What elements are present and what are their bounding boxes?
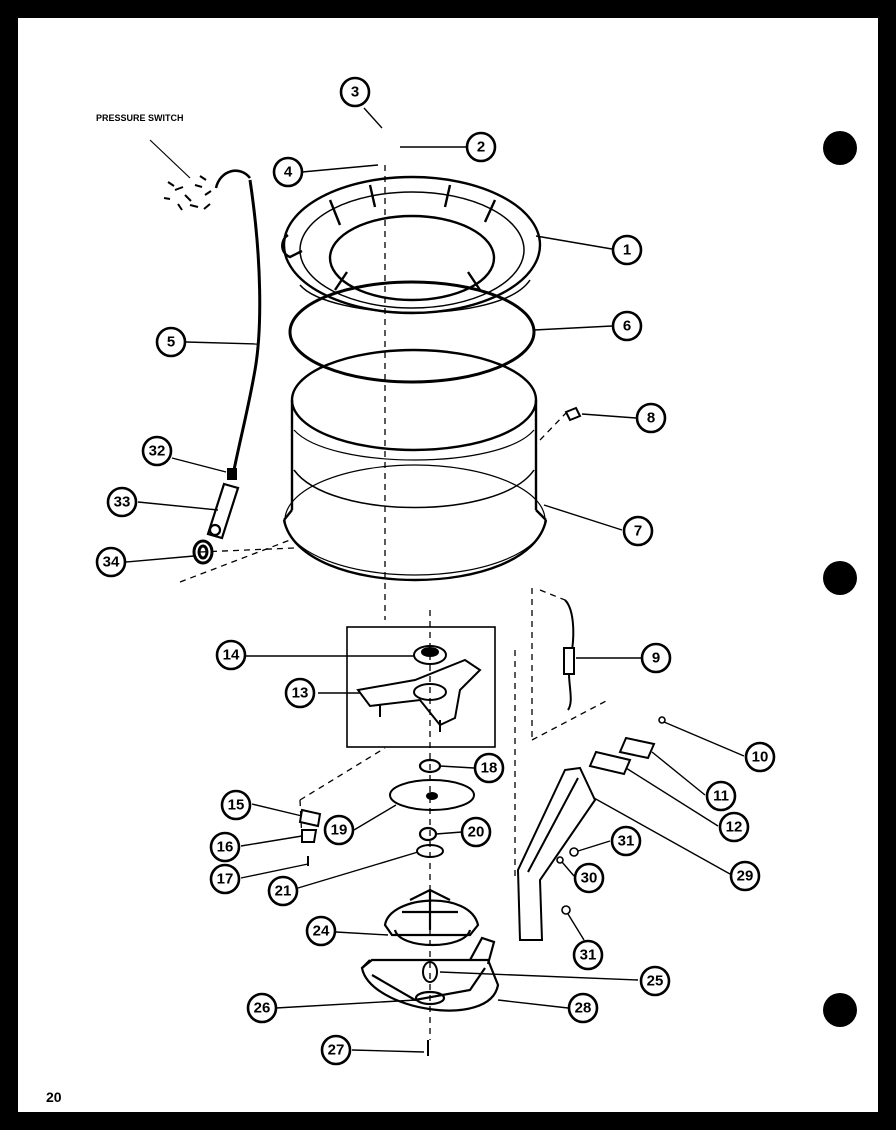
callout-31-lower: 31 <box>572 939 604 971</box>
callout-2: 2 <box>465 131 497 163</box>
svg-text:10: 10 <box>752 749 769 766</box>
svg-text:20: 20 <box>468 824 485 841</box>
leader-lines <box>125 107 745 1053</box>
callout-20: 20 <box>460 816 492 848</box>
svg-text:1: 1 <box>623 242 631 259</box>
callout-12: 12 <box>718 811 750 843</box>
screw-part-10 <box>658 716 666 724</box>
binder-hole-bottom <box>823 993 857 1027</box>
clip-part-15 <box>298 808 322 828</box>
binder-hole-middle <box>823 561 857 595</box>
clamp-part <box>227 468 237 480</box>
callout-9: 9 <box>640 642 672 674</box>
svg-text:28: 28 <box>575 1000 592 1017</box>
svg-text:2: 2 <box>477 139 485 156</box>
callout-10: 10 <box>744 741 776 773</box>
callout-31-upper: 31 <box>610 825 642 857</box>
svg-text:24: 24 <box>313 923 330 940</box>
callout-1: 1 <box>611 234 643 266</box>
callout-7: 7 <box>622 515 654 547</box>
svg-text:6: 6 <box>623 318 631 335</box>
paper-background <box>18 18 878 1112</box>
support-bracket-part <box>516 766 597 941</box>
svg-text:12: 12 <box>726 819 743 836</box>
callout-25: 25 <box>639 965 671 997</box>
svg-text:8: 8 <box>647 410 655 427</box>
svg-text:30: 30 <box>581 870 598 887</box>
svg-text:19: 19 <box>331 822 348 839</box>
svg-text:34: 34 <box>103 554 120 571</box>
svg-text:21: 21 <box>275 883 292 900</box>
callout-13: 13 <box>284 677 316 709</box>
hose-part <box>232 179 262 471</box>
svg-text:31: 31 <box>618 833 635 850</box>
callout-28: 28 <box>567 992 599 1024</box>
svg-text:27: 27 <box>328 1042 345 1059</box>
drain-hose-part <box>563 599 575 711</box>
svg-text:7: 7 <box>634 523 642 540</box>
washer-part-30 <box>556 856 564 864</box>
hub-assembly-box <box>346 626 496 748</box>
callout-21: 21 <box>267 875 299 907</box>
svg-text:17: 17 <box>217 871 234 888</box>
callout-4: 4 <box>272 156 304 188</box>
pressure-switch-part <box>149 139 251 211</box>
svg-text:15: 15 <box>228 797 245 814</box>
callout-26: 26 <box>246 992 278 1024</box>
callout-6: 6 <box>611 310 643 342</box>
callout-30: 30 <box>573 862 605 894</box>
svg-text:5: 5 <box>167 334 175 351</box>
svg-text:26: 26 <box>254 1000 271 1017</box>
svg-text:29: 29 <box>737 868 754 885</box>
svg-text:32: 32 <box>149 443 166 460</box>
alignment-lines <box>179 165 609 1040</box>
svg-text:14: 14 <box>223 647 240 664</box>
svg-text:4: 4 <box>284 164 293 181</box>
base-part <box>360 936 500 1012</box>
svg-text:11: 11 <box>713 788 729 805</box>
callout-32: 32 <box>141 435 173 467</box>
callout-33: 33 <box>106 486 138 518</box>
svg-text:33: 33 <box>114 494 131 511</box>
svg-text:25: 25 <box>647 973 664 990</box>
clip-part <box>564 406 582 422</box>
callout-29: 29 <box>729 860 761 892</box>
svg-text:31: 31 <box>580 947 597 964</box>
tub-ring-part <box>281 175 542 315</box>
callout-27: 27 <box>320 1034 352 1066</box>
screw-part-31a <box>569 847 579 857</box>
svg-text:16: 16 <box>217 839 234 856</box>
callouts: 1 2 3 4 5 6 7 8 9 10 11 12 13 14 15 16 1… <box>95 76 776 1066</box>
screw-part-31b <box>561 905 571 915</box>
callout-17: 17 <box>209 863 241 895</box>
callout-24: 24 <box>305 915 337 947</box>
callout-5: 5 <box>155 326 187 358</box>
page-number: 20 <box>46 1089 62 1105</box>
callout-34: 34 <box>95 546 127 578</box>
callout-3: 3 <box>339 76 371 108</box>
air-dome-part <box>206 482 240 540</box>
svg-text:9: 9 <box>652 650 660 667</box>
binder-hole-top <box>823 131 857 165</box>
callout-8: 8 <box>635 402 667 434</box>
callout-16: 16 <box>209 831 241 863</box>
pad-parts <box>588 736 656 776</box>
callout-19: 19 <box>323 814 355 846</box>
svg-text:13: 13 <box>292 685 309 702</box>
callout-18: 18 <box>473 752 505 784</box>
callout-15: 15 <box>220 789 252 821</box>
callout-14: 14 <box>215 639 247 671</box>
pressure-switch-label: PRESSURE SWITCH <box>96 113 184 123</box>
outer-tub-part <box>282 348 548 582</box>
svg-text:3: 3 <box>351 84 359 101</box>
callout-11: 11 <box>705 780 737 812</box>
svg-text:18: 18 <box>481 760 498 777</box>
tub-seal-part <box>288 280 536 384</box>
